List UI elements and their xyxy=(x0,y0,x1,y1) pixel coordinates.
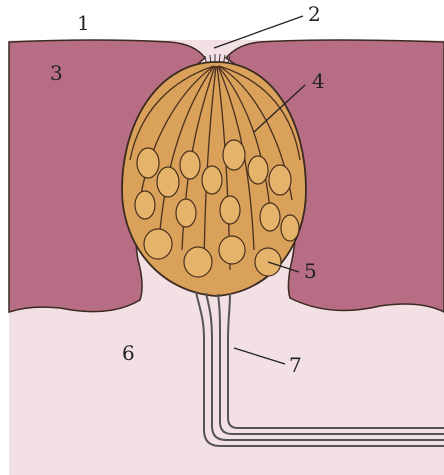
label-4-receptor-cell: 4 xyxy=(312,71,325,91)
label-7-nerve-fibers: 7 xyxy=(289,355,302,375)
label-6-connective-tissue: 6 xyxy=(122,343,135,363)
label-1-surface: 1 xyxy=(77,13,90,33)
label-3-epithelium: 3 xyxy=(50,63,63,83)
label-5-basal-cell: 5 xyxy=(304,261,317,281)
label-2-taste-pore: 2 xyxy=(308,4,321,24)
